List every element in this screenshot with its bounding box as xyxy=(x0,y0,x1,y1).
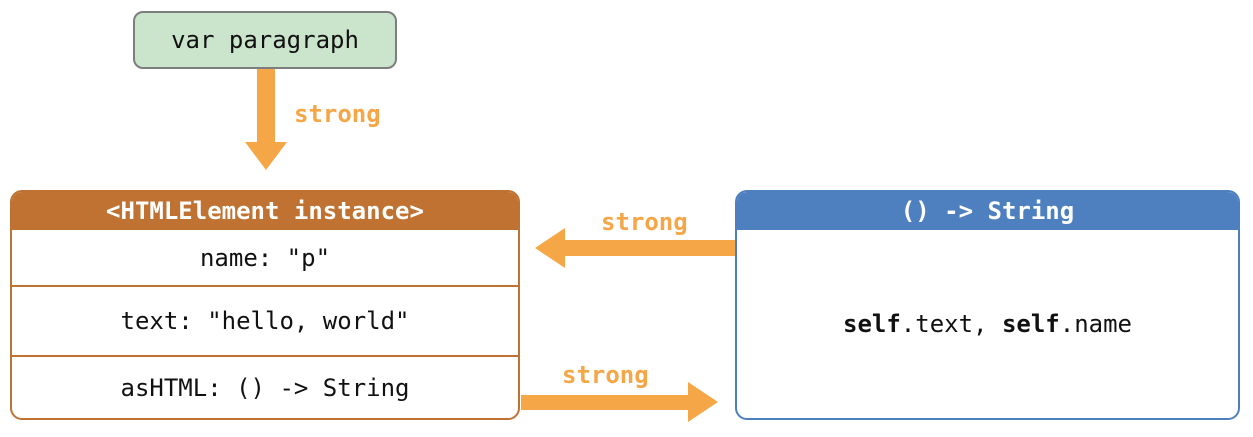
strong-label-middle: strong xyxy=(601,208,688,236)
strong-arrow-down-head xyxy=(245,142,287,170)
closure-capture-self-1: self xyxy=(843,310,901,338)
instance-box-title: <HTMLElement instance> xyxy=(12,192,518,230)
htmlelement-instance-box: <HTMLElement instance> name: "p" text: "… xyxy=(10,190,520,420)
strong-arrow-left-head xyxy=(535,228,565,268)
strong-arrow-right-body xyxy=(521,395,688,410)
variable-box: var paragraph xyxy=(133,11,397,69)
closure-box: () -> String self.text, self.name xyxy=(735,190,1240,420)
strong-arrow-left-body xyxy=(565,240,735,256)
closure-capture-list: self.text, self.name xyxy=(737,230,1238,418)
strong-arrow-right-head xyxy=(688,382,718,422)
closure-capture-text: .text, xyxy=(900,310,1002,338)
strong-arrow-down-body xyxy=(257,69,275,143)
instance-property-text: text: "hello, world" xyxy=(12,285,518,355)
strong-label-top: strong xyxy=(294,100,381,128)
instance-property-name: name: "p" xyxy=(199,243,331,272)
strong-label-bottom: strong xyxy=(562,361,649,389)
closure-capture-name: .name xyxy=(1059,310,1132,338)
instance-property-ashtml: asHTML: () -> String xyxy=(12,355,518,418)
closure-box-title: () -> String xyxy=(737,192,1238,230)
closure-capture-self-2: self xyxy=(1001,310,1060,338)
variable-label: var paragraph xyxy=(171,26,359,54)
